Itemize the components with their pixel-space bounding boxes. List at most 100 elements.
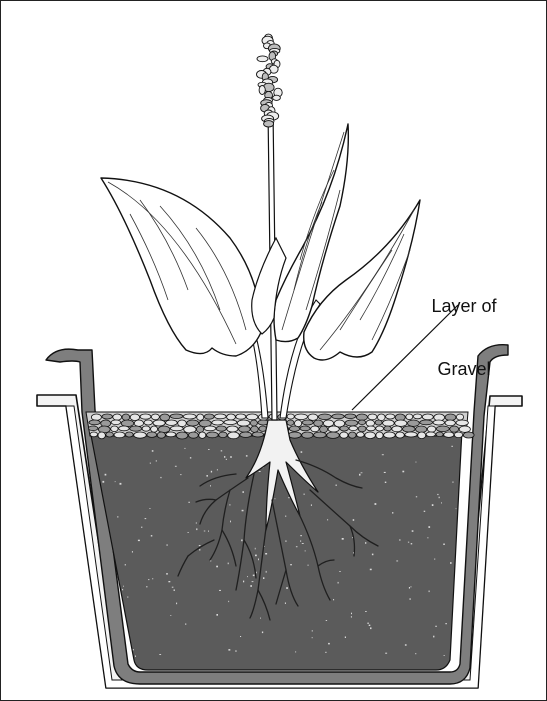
soil-speck: [115, 481, 116, 482]
gravel-pebble: [406, 414, 413, 420]
soil-speck: [150, 463, 151, 464]
soil-speck: [308, 565, 309, 566]
gravel-pebble: [392, 426, 402, 432]
gravel-pebble: [422, 414, 433, 420]
gravel-pebble: [287, 420, 294, 425]
soil-speck: [369, 625, 371, 626]
gravel-pebble: [88, 426, 98, 431]
gravel-pebble: [340, 432, 348, 438]
gravel-pebble: [433, 420, 444, 425]
soil-speck: [255, 548, 256, 550]
soil-speck: [286, 587, 288, 589]
soil-speck: [217, 469, 218, 470]
soil-speck: [148, 579, 149, 580]
gravel-pebble: [147, 432, 157, 437]
soil-speck: [250, 585, 252, 587]
soil-speck: [199, 549, 200, 550]
soil-speck: [255, 555, 257, 557]
soil-speck: [168, 581, 170, 582]
gravel-pebble: [151, 414, 159, 420]
gravel-pebble: [426, 432, 435, 437]
soil-speck: [435, 626, 436, 627]
soil-speck: [295, 651, 296, 652]
gravel-pebble: [295, 414, 308, 420]
soil-speck: [361, 472, 363, 473]
gravel-pebble: [228, 432, 240, 439]
gravel-pebble: [366, 420, 374, 426]
gravel-pebble: [170, 426, 183, 431]
soil-speck: [312, 637, 313, 638]
soil-speck: [216, 614, 218, 616]
soil-speck: [452, 482, 453, 483]
gravel-pebble: [227, 426, 238, 432]
gravel-pebble: [436, 426, 449, 432]
gravel-pebble: [98, 432, 105, 439]
soil-speck: [396, 561, 398, 562]
gravel-pebble: [189, 432, 199, 438]
soil-speck: [159, 654, 161, 655]
gravel-pebble: [311, 426, 319, 432]
soil-speck: [185, 624, 186, 625]
soil-speck: [333, 599, 334, 600]
soil-speck: [415, 653, 416, 654]
soil-speck: [303, 494, 305, 495]
flower-bud: [273, 95, 281, 100]
gravel-pebble: [91, 414, 101, 420]
gravel-pebble: [386, 414, 395, 419]
gravel-pebble: [376, 432, 383, 439]
gravel-pebble: [246, 414, 258, 420]
gravel-pebble: [416, 426, 427, 433]
soil-speck: [353, 519, 355, 521]
gravel-pebble: [302, 420, 313, 425]
soil-speck: [365, 542, 366, 544]
soil-speck: [242, 510, 244, 512]
gravel-pebble: [358, 426, 366, 432]
gravel-pebble: [183, 414, 196, 419]
soil-speck: [275, 498, 276, 499]
soil-speck: [285, 603, 286, 604]
soil-speck: [122, 589, 123, 590]
soil-speck: [242, 491, 244, 493]
soil-speck: [150, 508, 151, 509]
gravel-pebble: [320, 426, 328, 433]
gravel-pebble: [237, 420, 250, 426]
gravel-pebble: [454, 432, 462, 438]
gravel-pebble: [345, 420, 358, 426]
soil-speck: [102, 481, 104, 483]
soil-speck: [221, 450, 223, 451]
soil-speck: [258, 559, 259, 561]
soil-speck: [402, 471, 404, 473]
soil-speck: [265, 553, 267, 555]
soil-speck: [326, 620, 327, 621]
soil-speck: [405, 644, 407, 645]
soil-speck: [228, 649, 230, 651]
soil-speck: [382, 454, 384, 455]
soil-speck: [312, 630, 313, 631]
gravel-pebble: [206, 432, 218, 438]
soil-speck: [444, 655, 445, 656]
soil-speck: [384, 472, 386, 473]
gravel-pebble: [227, 414, 236, 420]
soil-speck: [385, 482, 387, 483]
soil-speck: [434, 559, 435, 560]
soil-speck: [204, 531, 206, 532]
soil-speck: [190, 457, 191, 458]
soil-speck: [156, 460, 157, 461]
soil-speck: [285, 516, 286, 517]
callout-line-1: Layer of: [412, 296, 516, 317]
gravel-pebble: [405, 432, 417, 437]
soil-speck: [216, 566, 218, 568]
soil-speck: [311, 504, 312, 506]
soil-speck: [230, 456, 231, 458]
soil-speck: [286, 540, 287, 542]
soil-speck: [412, 530, 414, 532]
gravel-pebble: [403, 426, 416, 432]
gravel-pebble: [345, 414, 356, 419]
gravel-pebble: [450, 426, 459, 432]
soil-speck: [246, 455, 248, 456]
soil-speck: [166, 545, 167, 546]
soil-speck: [263, 577, 264, 579]
gravel-pebble: [375, 420, 382, 425]
gravel-pebble: [314, 432, 327, 438]
gravel-pebble: [199, 432, 206, 438]
